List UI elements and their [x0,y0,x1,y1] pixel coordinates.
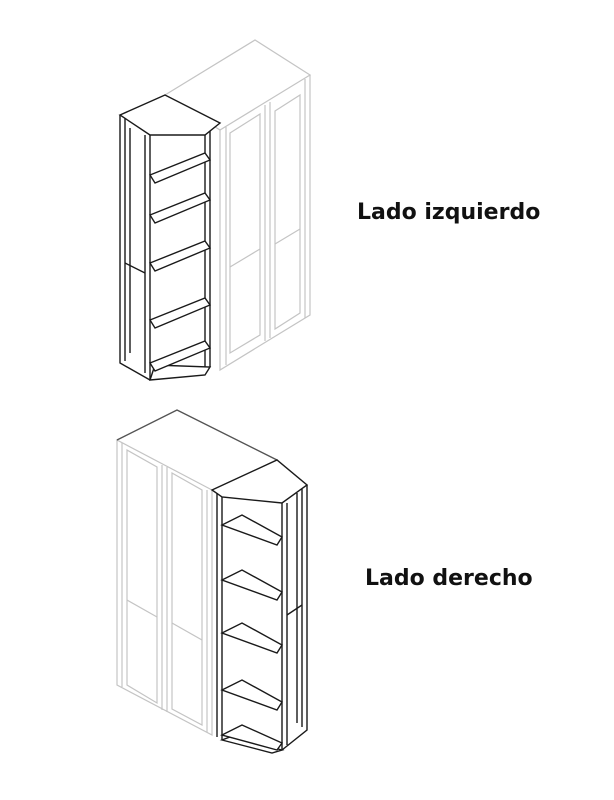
shelf-4 [148,297,212,329]
corner-unit [210,459,309,754]
label-left-side: Lado izquierdo [357,200,541,225]
label-right-side: Lado derecho [365,566,533,591]
shelf-2 [148,192,212,224]
shelves [148,152,212,372]
wardrobe-ghost [163,39,312,372]
shelf-5 [148,340,212,372]
corner-shelf-right-drawing [115,409,309,754]
left-side-illustration [110,35,320,390]
wardrobe-outline [116,409,278,461]
shelf-3 [148,240,212,272]
corner-shelf-left-drawing [118,39,312,381]
shelf-5 [220,724,284,751]
shelf-2 [220,569,283,601]
shelf-4 [220,679,283,711]
shelf-1 [220,514,283,546]
shelf-3 [220,622,283,654]
shelves [220,514,284,751]
right-side-illustration [112,405,322,760]
corner-unit [118,94,222,381]
shelf-1 [148,152,212,184]
